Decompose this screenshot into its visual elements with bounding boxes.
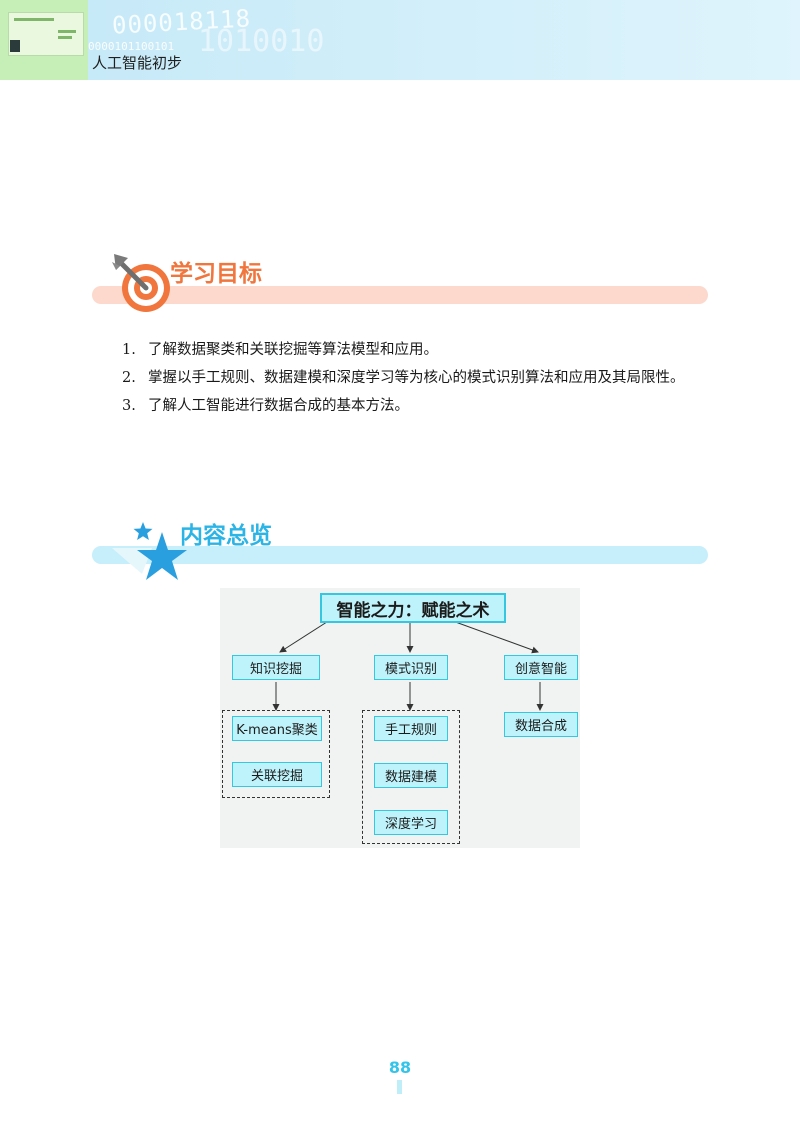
overview-heading: 内容总览: [180, 523, 272, 549]
knowledge-mining-group: [222, 710, 330, 798]
goals-heading: 学习目标: [170, 261, 262, 287]
diagram-root-node: 智能之力：赋能之术: [320, 593, 506, 623]
goal-text: 了解数据聚类和关联挖掘等算法模型和应用。: [148, 342, 438, 358]
branch-node-pattern-recognition: 模式识别: [374, 655, 448, 680]
book-title: 人工智能初步: [92, 54, 183, 72]
goals-list: 1. 了解数据聚类和关联挖掘等算法模型和应用。 2. 掌握以手工规则、数据建模和…: [122, 336, 722, 420]
target-arrow-icon: [112, 254, 170, 312]
goal-number: 1.: [122, 342, 136, 358]
goal-text: 掌握以手工规则、数据建模和深度学习等为核心的模式识别算法和应用及其局限性。: [148, 370, 685, 386]
goal-number: 2.: [122, 370, 136, 386]
thumbnail-bar: [58, 36, 72, 39]
star-icon: [112, 522, 187, 580]
overview-heading-bar: [92, 546, 708, 564]
leaf-node-data-modeling: 数据建模: [374, 763, 448, 788]
diagram-connectors: [272, 619, 544, 711]
branch-node-creative-intelligence: 创意智能: [504, 655, 578, 680]
content-overview-diagram: 智能之力：赋能之术 知识挖掘 模式识别 创意智能 K-means聚类 关联挖掘 …: [220, 588, 580, 848]
goal-item: 3. 了解人工智能进行数据合成的基本方法。: [122, 392, 722, 420]
thumbnail-figure: [10, 40, 20, 52]
pattern-recognition-group: [362, 710, 460, 844]
page-number-marker: [397, 1080, 402, 1094]
page-header: 000018118 0000101100101 1010010 人工智能初步: [0, 0, 800, 80]
leaf-node-kmeans: K-means聚类: [232, 716, 322, 741]
branch-node-knowledge-mining: 知识挖掘: [232, 655, 320, 680]
leaf-node-manual-rules: 手工规则: [374, 716, 448, 741]
thumbnail-bar: [14, 18, 54, 21]
goals-heading-bar: [92, 286, 708, 304]
header-binary-decoration: 000018118 0000101100101 1010010: [88, 2, 328, 62]
goal-text: 了解人工智能进行数据合成的基本方法。: [148, 398, 409, 414]
goal-number: 3.: [122, 398, 136, 414]
leaf-node-association-mining: 关联挖掘: [232, 762, 322, 787]
binary-digits: 0000101100101: [88, 40, 175, 53]
thumbnail-bar: [58, 30, 76, 33]
goal-item: 2. 掌握以手工规则、数据建模和深度学习等为核心的模式识别算法和应用及其局限性。: [122, 364, 722, 392]
goal-item: 1. 了解数据聚类和关联挖掘等算法模型和应用。: [122, 336, 722, 364]
binary-digits: 1010010: [198, 24, 325, 59]
leaf-node-deep-learning: 深度学习: [374, 810, 448, 835]
overview-section-heading: 内容总览: [92, 514, 708, 586]
page-number: 88: [388, 1058, 412, 1077]
header-thumbnail-image: [0, 0, 88, 80]
leaf-node-data-synthesis: 数据合成: [504, 712, 578, 737]
goals-section-heading: 学习目标: [92, 248, 708, 318]
